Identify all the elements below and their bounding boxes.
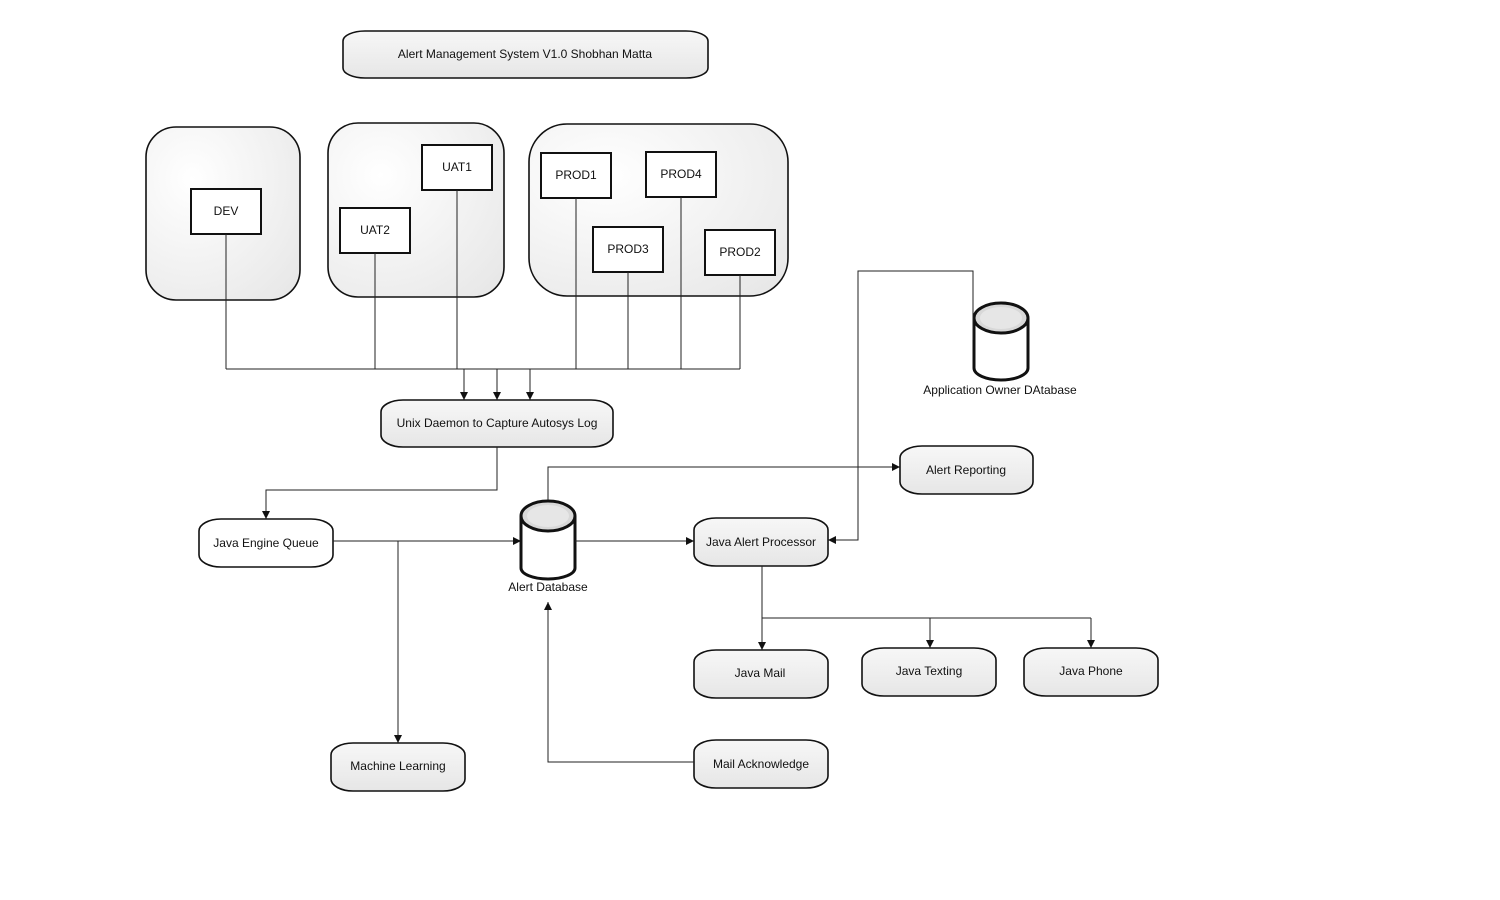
server-dev-label: DEV (214, 204, 239, 218)
alert-database-node: Alert Database (508, 499, 588, 594)
server-uat1-label: UAT1 (442, 160, 472, 174)
java-texting-node: Java Texting (861, 647, 997, 697)
java-phone-label: Java Phone (1059, 664, 1123, 678)
server-prod2-label: PROD2 (719, 245, 761, 259)
alert-reporting-label: Alert Reporting (926, 463, 1006, 477)
java-engine-queue-node: Java Engine Queue (198, 518, 334, 568)
diagram-title: Alert Management System V1.0 Shobhan Mat… (398, 47, 652, 61)
bus-to-daemon-arrows (460, 369, 534, 400)
owner-db-to-processor-arrow (828, 270, 974, 544)
server-prod4: PROD4 (645, 151, 717, 198)
mail-acknowledge-node: Mail Acknowledge (693, 739, 829, 789)
java-phone-node: Java Phone (1023, 647, 1159, 697)
application-owner-database-label: Application Owner DAtabase (923, 383, 1077, 397)
acknowledge-to-database-arrow (544, 602, 694, 763)
java-engine-queue-label: Java Engine Queue (213, 536, 319, 550)
java-mail-label: Java Mail (735, 666, 786, 680)
server-prod3: PROD3 (592, 226, 664, 273)
java-alert-processor-node: Java Alert Processor (693, 517, 829, 567)
server-dev: DEV (190, 188, 262, 235)
application-owner-database-node: Application Owner DAtabase (923, 301, 1077, 397)
title-banner: Alert Management System V1.0 Shobhan Mat… (342, 30, 709, 79)
server-prod1: PROD1 (540, 152, 612, 199)
server-uat2: UAT2 (339, 207, 411, 254)
server-bus-connectors (225, 190, 741, 370)
java-alert-processor-label: Java Alert Processor (706, 535, 816, 549)
alert-reporting-node: Alert Reporting (899, 445, 1034, 495)
mail-acknowledge-label: Mail Acknowledge (713, 757, 809, 771)
processor-fanout-arrows (758, 566, 1095, 650)
server-prod1-label: PROD1 (555, 168, 597, 182)
daemon-to-queue-arrow (262, 447, 498, 519)
database-to-reporting-arrow (547, 463, 900, 500)
server-prod2: PROD2 (704, 229, 776, 276)
machine-learning-node: Machine Learning (330, 742, 466, 792)
alert-database-label: Alert Database (508, 580, 588, 594)
unix-daemon-label: Unix Daemon to Capture Autosys Log (397, 416, 598, 430)
server-uat1: UAT1 (421, 144, 493, 191)
server-prod3-label: PROD3 (607, 242, 649, 256)
java-texting-label: Java Texting (896, 664, 963, 678)
machine-learning-label: Machine Learning (350, 759, 445, 773)
server-uat2-label: UAT2 (360, 223, 390, 237)
java-mail-node: Java Mail (693, 649, 829, 699)
server-prod4-label: PROD4 (660, 167, 702, 181)
unix-daemon-node: Unix Daemon to Capture Autosys Log (380, 399, 614, 448)
